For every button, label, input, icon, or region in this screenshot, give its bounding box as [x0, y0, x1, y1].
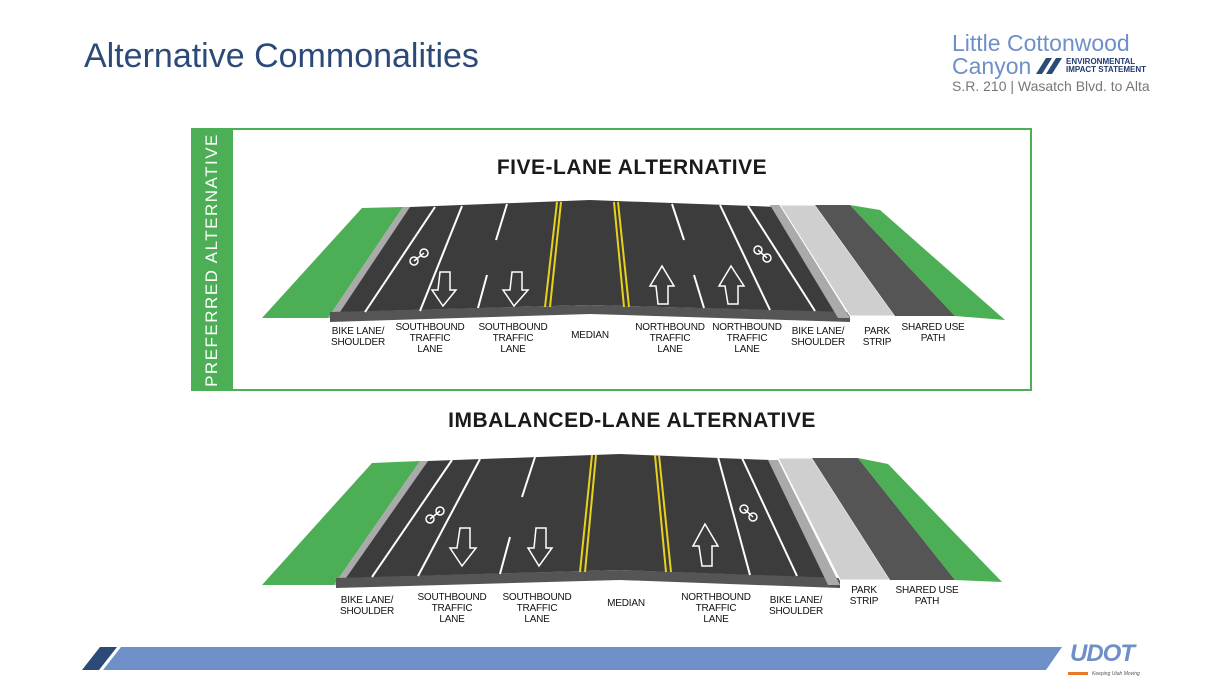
road-edge-face [336, 570, 840, 588]
bike-icon [739, 504, 758, 522]
page-title: Alternative Commonalities [84, 37, 479, 75]
left-green-slope [262, 207, 403, 318]
imbalanced-title: IMBALANCED-LANE ALTERNATIVE [448, 409, 816, 432]
udot-tagline-bars-icon [1068, 672, 1088, 675]
southbound-arrow-icon [430, 271, 458, 308]
shared-use-path [812, 458, 955, 580]
right-green-slope [850, 205, 1005, 320]
logo-line1: Little Cottonwood [952, 30, 1130, 56]
lane-label: BIKE LANE/ SHOULDER [769, 595, 823, 617]
left-curb [334, 461, 428, 585]
lane-label: BIKE LANE/ SHOULDER [340, 595, 394, 617]
shared-use-path [815, 205, 955, 316]
lane-label: SOUTHBOUND TRAFFIC LANE [502, 592, 572, 625]
bike-icon [753, 245, 772, 263]
northbound-arrow-icon [717, 264, 746, 305]
right-curb [768, 460, 840, 585]
udot-tagline: Keeping Utah Moving [1092, 671, 1140, 677]
footer-dark-stripe [82, 647, 117, 670]
lane-label: SOUTHBOUND TRAFFIC LANE [417, 592, 487, 625]
left-curb [328, 207, 412, 318]
lane-label: PARK STRIP [862, 326, 892, 348]
lane-label: SHARED USE PATH [895, 585, 959, 607]
right-curb [770, 205, 850, 318]
bike-icon [425, 506, 445, 524]
preferred-alternative-bar [191, 128, 233, 391]
udot-logo: UDOT [1070, 640, 1135, 667]
logo-eis: ENVIRONMENTAL IMPACT STATEMENT [1066, 58, 1146, 74]
logo-subtitle: S.R. 210 | Wasatch Blvd. to Alta [952, 78, 1150, 94]
five-lane-title: FIVE-LANE ALTERNATIVE [496, 156, 768, 179]
logo-eis-line1: ENVIRONMENTAL [1066, 57, 1136, 66]
lane-label: MEDIAN [571, 330, 609, 341]
footer-bar [103, 647, 1062, 670]
five-lane-road-diagram [262, 200, 1005, 322]
road-surface [340, 200, 840, 312]
lane-label: SOUTHBOUND TRAFFIC LANE [478, 322, 548, 355]
northbound-arrow-icon [691, 522, 720, 567]
logo-line2: Canyon [952, 53, 1032, 79]
lane-label: SOUTHBOUND TRAFFIC LANE [395, 322, 465, 355]
lane-label: MEDIAN [607, 598, 645, 609]
southbound-arrow-icon [448, 527, 478, 568]
imbalanced-road-diagram [262, 454, 1002, 588]
lane-label: NORTHBOUND TRAFFIC LANE [712, 322, 782, 355]
bike-icon [409, 248, 429, 266]
lane-label: BIKE LANE/ SHOULDER [791, 326, 845, 348]
lane-label: PARK STRIP [849, 585, 879, 607]
road-edge-face [330, 305, 850, 322]
logo-eis-line2: IMPACT STATEMENT [1066, 65, 1146, 74]
lane-label: BIKE LANE/ SHOULDER [331, 326, 385, 348]
lane-label: NORTHBOUND TRAFFIC LANE [681, 592, 751, 625]
lane-label: NORTHBOUND TRAFFIC LANE [635, 322, 705, 355]
southbound-arrow-icon [501, 271, 530, 308]
lane-label: SHARED USE PATH [901, 322, 965, 344]
left-green-slope [262, 461, 420, 585]
right-green-slope [858, 458, 1002, 582]
northbound-arrow-icon [648, 264, 676, 305]
southbound-arrow-icon [526, 527, 554, 568]
